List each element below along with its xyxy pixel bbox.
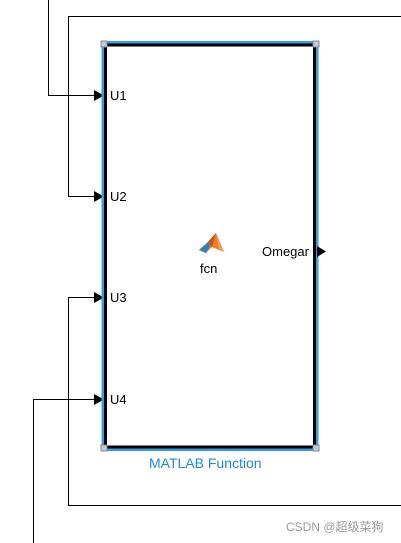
input-port-label-u3: U3 xyxy=(110,290,127,305)
wire-u1[interactable] xyxy=(48,0,97,96)
wire-u4[interactable] xyxy=(33,399,97,543)
resize-handle-bottom-left[interactable] xyxy=(100,444,108,452)
resize-handle-bottom-right[interactable] xyxy=(312,444,320,452)
arrowhead-u1 xyxy=(94,90,104,101)
signal-wires xyxy=(33,0,401,543)
watermark: CSDN @超级菜狗 xyxy=(286,520,384,534)
input-port-label-u1: U1 xyxy=(110,88,127,103)
arrowhead-u2 xyxy=(94,191,104,202)
output-port-arrowhead[interactable] xyxy=(317,246,326,257)
wire-u2[interactable] xyxy=(68,16,401,197)
arrowhead-u4 xyxy=(94,394,104,405)
input-port-label-u4: U4 xyxy=(110,392,127,407)
output-port-label: Omegar xyxy=(262,244,309,259)
resize-handles xyxy=(100,40,320,452)
resize-handle-top-left[interactable] xyxy=(100,40,108,48)
input-port-label-u2: U2 xyxy=(110,189,127,204)
resize-handle-top-right[interactable] xyxy=(312,40,320,48)
block-caption[interactable]: MATLAB Function xyxy=(149,455,262,471)
wire-u3[interactable] xyxy=(68,297,401,506)
matlab-logo-icon xyxy=(199,233,224,253)
arrowhead-u3 xyxy=(94,292,104,303)
input-arrowheads xyxy=(94,90,104,405)
function-name: fcn xyxy=(200,261,218,276)
